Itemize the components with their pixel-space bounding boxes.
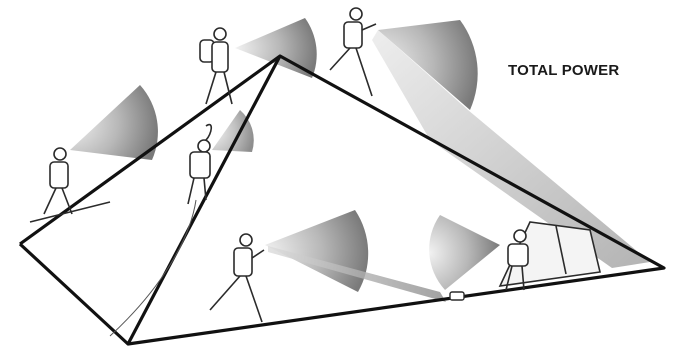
runner-top-right-figure <box>330 8 376 96</box>
diagram-title: TOTAL POWER <box>508 62 619 79</box>
small-lamp-object <box>450 292 464 300</box>
rope-line <box>110 200 196 336</box>
runner-bottom-figure <box>210 234 264 322</box>
hiker-lower-left-figure <box>30 148 110 222</box>
beam-cone-tent <box>429 215 500 290</box>
beam-cone-top-left <box>70 85 158 160</box>
